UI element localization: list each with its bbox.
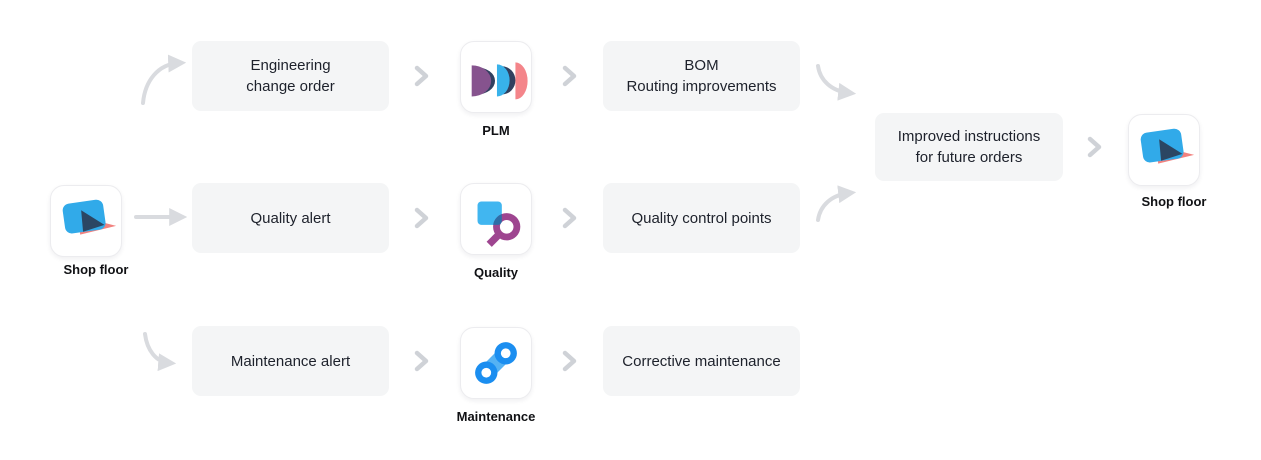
flow-box-text: Maintenance alert xyxy=(230,352,351,370)
flow-box-bom-routing-improvements: BOM Routing improvements xyxy=(603,41,800,111)
flow-box-quality-alert: Quality alert xyxy=(192,183,389,253)
curved-arrow-down-icon xyxy=(816,64,857,101)
chevron-right-icon xyxy=(414,350,429,372)
flow-box-text: Engineering xyxy=(250,57,331,74)
plm-label: PLM xyxy=(482,123,510,138)
flow-box-text: Corrective maintenance xyxy=(622,352,781,370)
chevron-right-icon xyxy=(414,65,429,87)
shop-floor-right-label: Shop floor xyxy=(1141,194,1207,209)
chevron-right-icon xyxy=(1087,136,1102,158)
shop-floor-right-card xyxy=(1128,114,1200,186)
flow-box-text: for future orders xyxy=(915,149,1023,166)
flow-box-text: Improved instructions xyxy=(897,128,1041,145)
flow-box-maintenance-alert: Maintenance alert xyxy=(192,326,389,396)
flow-box-text: BOM xyxy=(684,57,719,74)
flow-box-text: Routing improvements xyxy=(626,78,777,95)
shop-floor-icon xyxy=(1140,128,1195,164)
flow-box-text: Quality control points xyxy=(631,209,772,227)
flow-box-engineering-change-order: Engineering change order xyxy=(192,41,389,111)
flow-box-text: change order xyxy=(246,78,335,95)
chevron-right-icon xyxy=(414,207,429,229)
maintenance-label: Maintenance xyxy=(456,409,536,424)
flow-box-text: Quality alert xyxy=(250,209,331,227)
shop-floor-left-card xyxy=(50,185,122,257)
shop-floor-left-label: Shop floor xyxy=(63,262,129,277)
curved-arrow-down-icon xyxy=(143,332,177,372)
maintenance-icon xyxy=(475,342,517,384)
chevron-right-icon xyxy=(562,65,577,87)
chevron-right-icon xyxy=(562,207,577,229)
straight-arrow-icon xyxy=(134,208,188,226)
flow-box-quality-control-points: Quality control points xyxy=(603,183,800,253)
curved-arrow-up-icon xyxy=(816,185,857,222)
chevron-right-icon xyxy=(562,350,577,372)
quality-label: Quality xyxy=(473,265,519,280)
shop-floor-icon xyxy=(62,199,117,235)
curved-arrow-up-icon xyxy=(141,54,187,105)
flow-box-corrective-maintenance: Corrective maintenance xyxy=(603,326,800,396)
plm-icon xyxy=(471,62,528,100)
plm-app-card xyxy=(460,41,532,113)
quality-icon xyxy=(477,201,521,247)
flow-box-improved-instructions: Improved instructions for future orders xyxy=(875,113,1063,181)
maintenance-app-card xyxy=(460,327,532,399)
quality-app-card xyxy=(460,183,532,255)
